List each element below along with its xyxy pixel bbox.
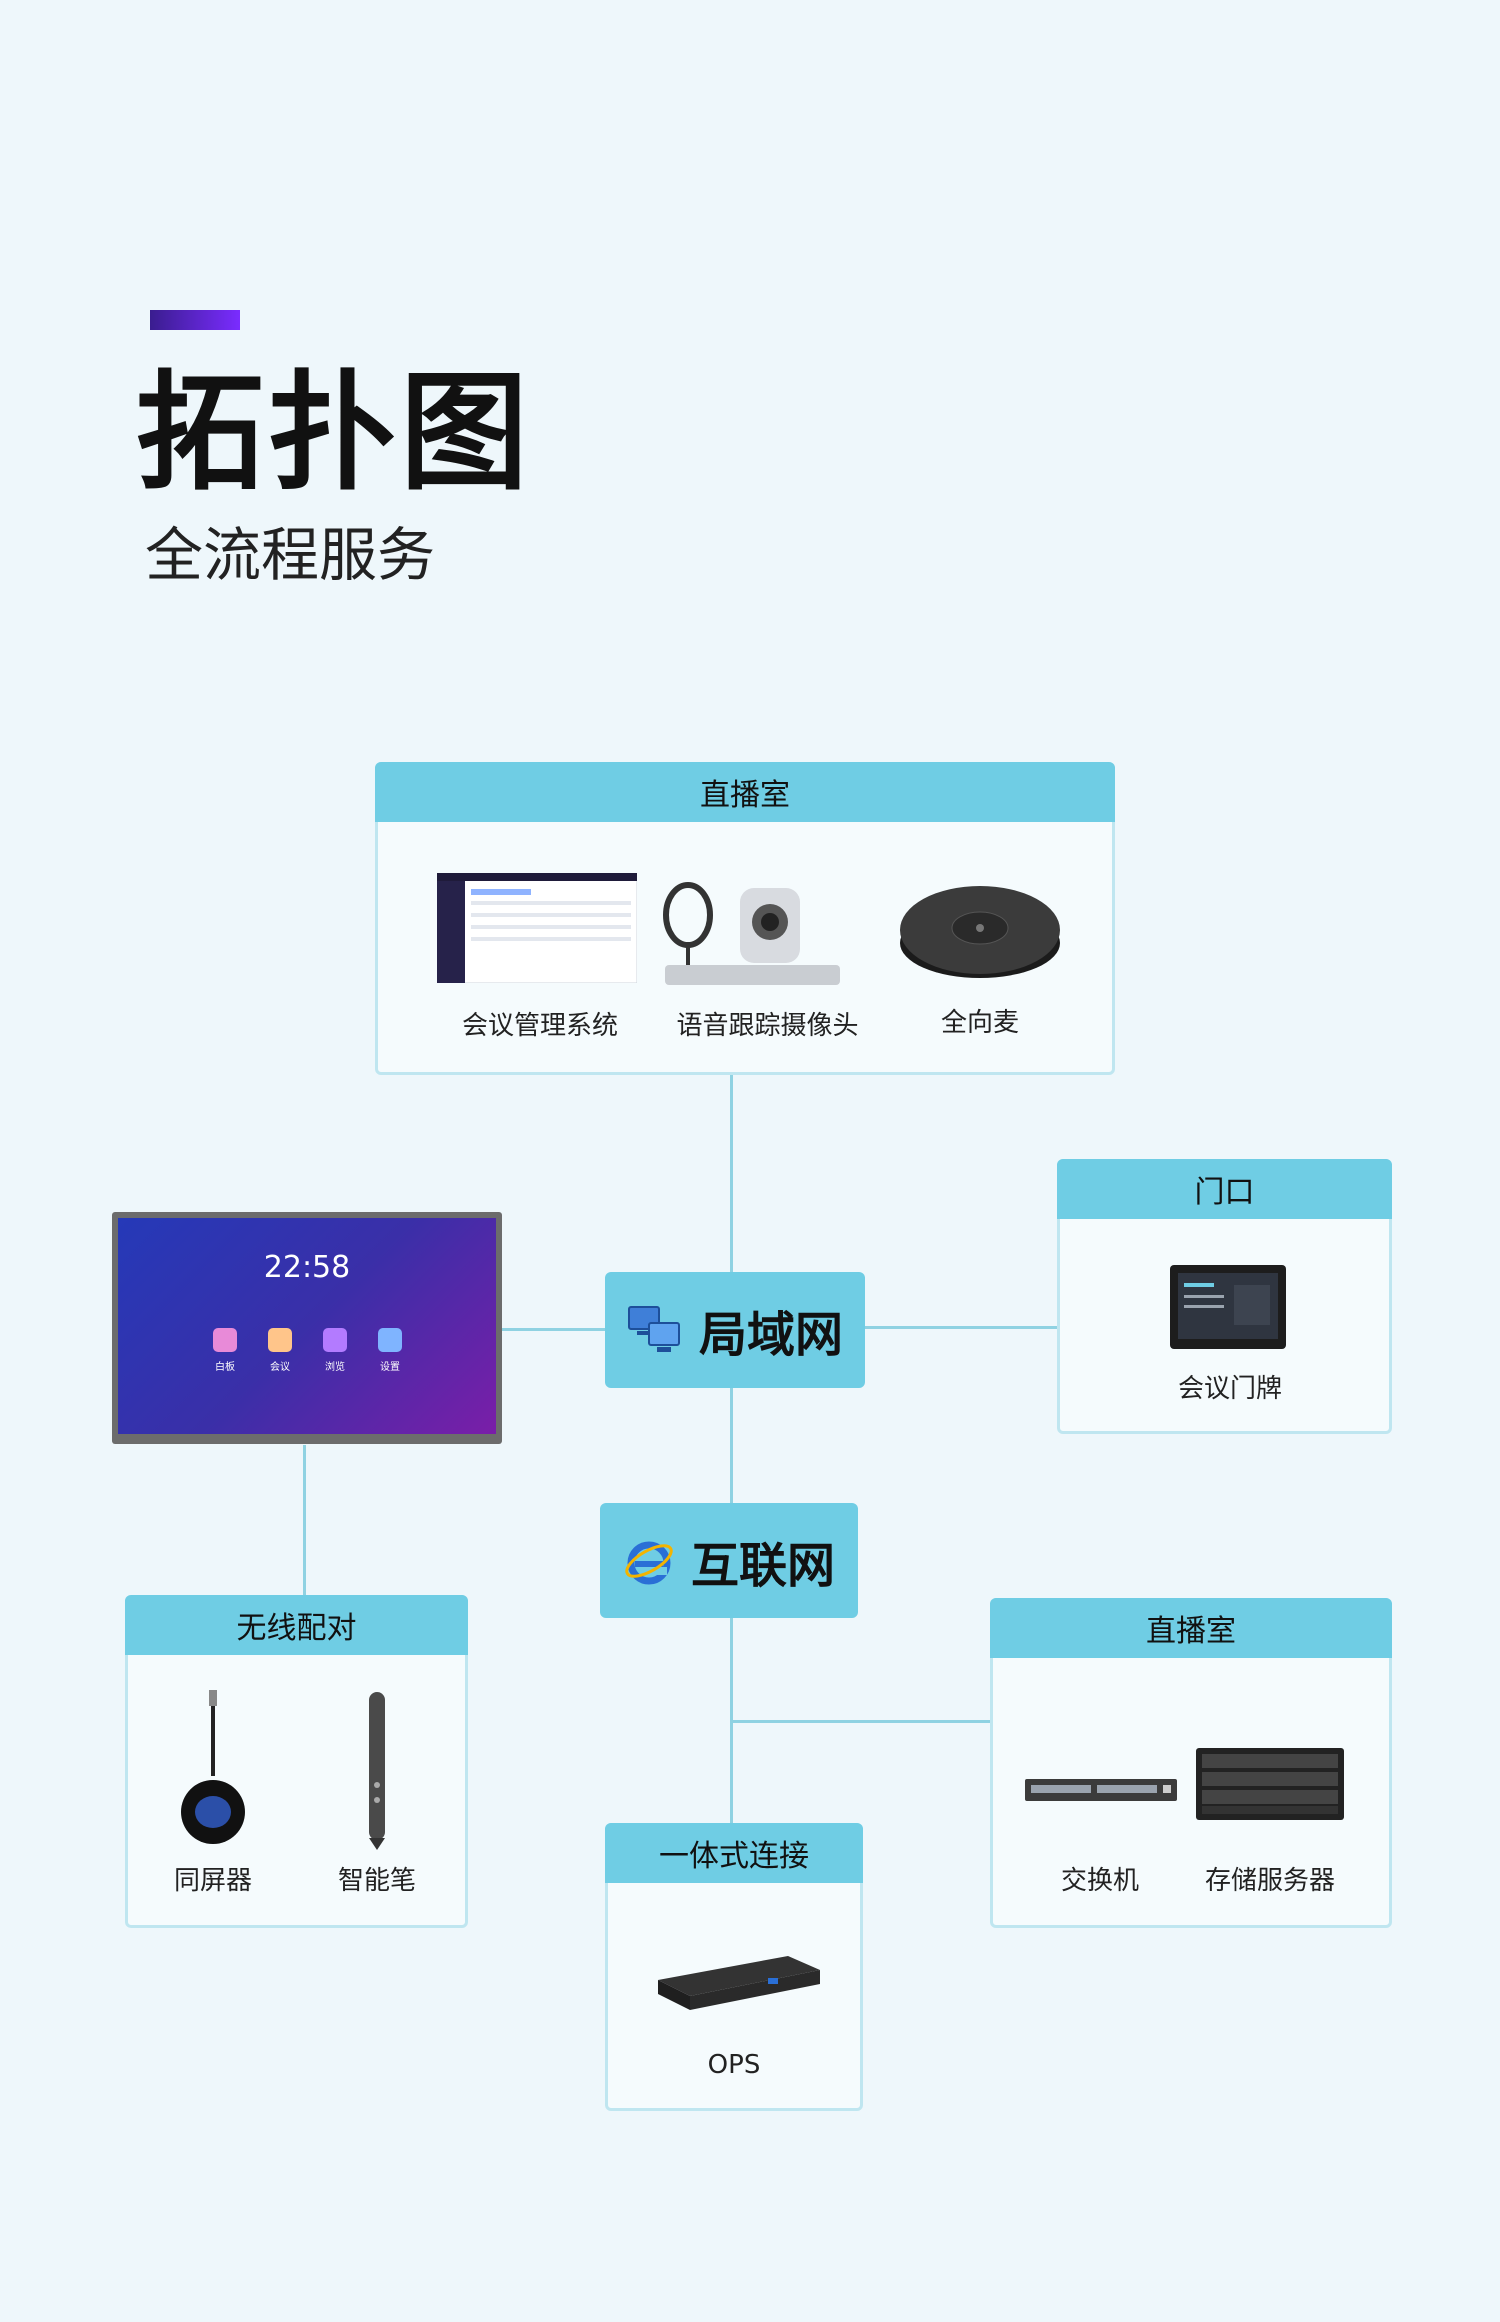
smart-pen-label: 智能笔: [337, 1866, 416, 1896]
internet-node: 互联网: [600, 1503, 858, 1618]
server-group-title: 直播室: [990, 1598, 1392, 1658]
storage-server-label: 存储服务器: [1204, 1866, 1335, 1896]
camera-icon: [663, 882, 840, 985]
network-computers-icon: [627, 1305, 683, 1355]
connector-lan-door: [865, 1326, 1057, 1329]
door-panel-label: 会议门牌: [1177, 1374, 1282, 1404]
lan-node: 局域网: [605, 1272, 865, 1388]
management-screen-icon: [437, 873, 637, 983]
app-tile-browse: [323, 1328, 347, 1352]
app-label-whiteboard: 白板: [215, 1362, 235, 1373]
app-label-settings: 设置: [380, 1362, 400, 1373]
ops-group-title: 一体式连接: [605, 1823, 863, 1883]
storage-server-icon: [1196, 1748, 1344, 1820]
app-tile-whiteboard: [213, 1328, 237, 1352]
door-panel-icon: [1170, 1265, 1286, 1349]
interactive-display: 22:58 白板 会议 浏览 设置: [112, 1212, 502, 1444]
wireless-group-title: 无线配对: [125, 1595, 468, 1655]
connector-display-lan: [502, 1328, 605, 1331]
display-screen: 22:58 白板 会议 浏览 设置: [118, 1218, 496, 1434]
microphone-icon: [900, 886, 1060, 978]
page-subtitle: 全流程服务: [145, 521, 436, 589]
live-room-top-title: 直播室: [375, 762, 1115, 822]
dongle-label: 同屏器: [173, 1866, 252, 1896]
microphone-label: 全向麦: [940, 1008, 1019, 1038]
dongle-icon: [181, 1690, 245, 1844]
lan-label: 局域网: [698, 1307, 843, 1363]
switch-label: 交换机: [1060, 1866, 1139, 1896]
connector-lan-internet: [730, 1388, 733, 1503]
management-system-label: 会议管理系统: [461, 1011, 618, 1041]
app-tile-meeting: [268, 1328, 292, 1352]
display-time: 22:58: [263, 1250, 351, 1285]
page-title: 拓扑图: [136, 359, 533, 508]
switch-icon: [1025, 1779, 1177, 1801]
internet-label: 互联网: [690, 1537, 835, 1594]
app-label-meeting: 会议: [270, 1362, 290, 1373]
browser-e-icon: [623, 1535, 675, 1587]
ops-module-icon: [658, 1956, 820, 2010]
connector-internet-server: [730, 1720, 990, 1723]
app-tile-settings: [378, 1328, 402, 1352]
camera-label: 语音跟踪摄像头: [676, 1011, 859, 1041]
connector-display-wireless: [303, 1445, 306, 1595]
ops-label: OPS: [707, 2050, 761, 2080]
app-label-browse: 浏览: [325, 1362, 345, 1373]
door-group-title: 门口: [1057, 1159, 1392, 1219]
smart-pen-icon: [369, 1692, 385, 1850]
connector-top-lan: [730, 1075, 733, 1275]
accent-bar: [150, 310, 240, 330]
